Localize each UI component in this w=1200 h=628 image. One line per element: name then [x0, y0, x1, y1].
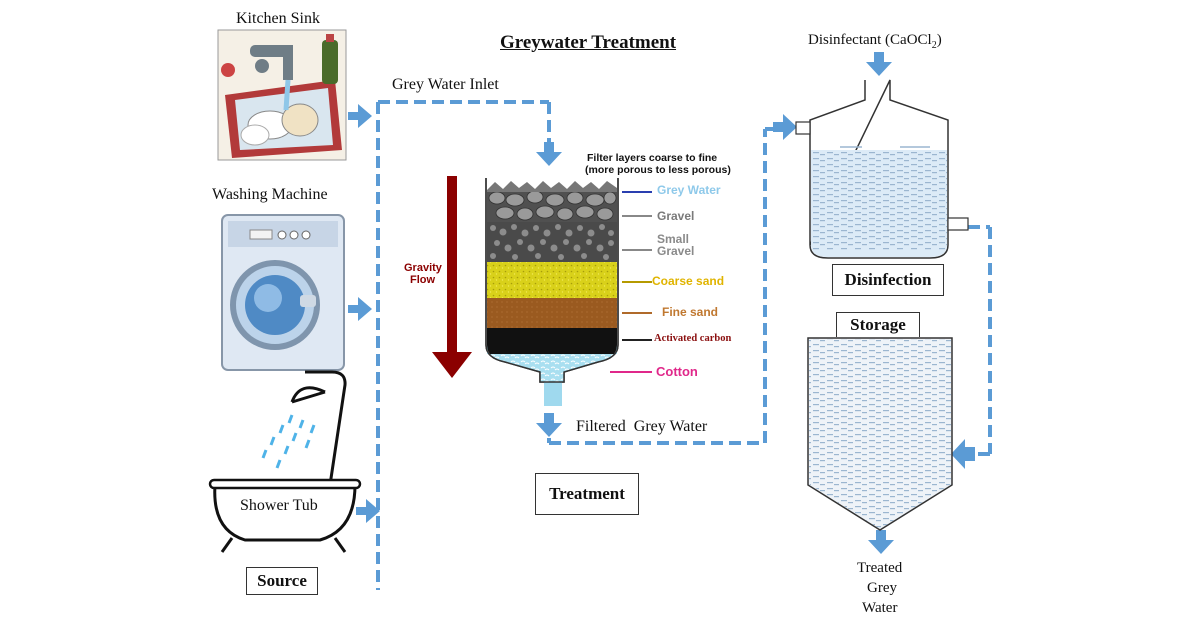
arrow-disinfectant-down	[866, 52, 892, 76]
layer-label-activated-carbon: Activated carbon	[654, 333, 732, 344]
storage-tank	[807, 337, 953, 531]
layer-label-fine-sand: Fine sand	[662, 305, 719, 319]
grey-water-inlet-label: Grey Water Inlet	[392, 76, 499, 93]
flow-pipes	[376, 100, 992, 590]
layer-label-gravel: Gravel	[657, 209, 695, 223]
layer-label-small-gravel: Gravel	[657, 244, 695, 258]
layer-pointers	[610, 191, 652, 373]
disinfection-section-label: Disinfection	[832, 264, 944, 296]
disinfection-tank	[795, 79, 969, 259]
treated-grey-water-line1: Treated	[857, 560, 903, 576]
filter-header-line2: (more porous to less porous)	[585, 164, 731, 176]
gravity-label-line2: Flow	[410, 274, 436, 286]
filter-header-line1: Filter layers coarse to fine	[587, 152, 718, 164]
shower-tub-illustration	[208, 370, 362, 553]
kitchen-sink-illustration	[217, 29, 347, 161]
layer-label-grey-water: Grey Water	[657, 183, 721, 197]
washing-machine-illustration	[221, 214, 345, 371]
washing-machine-label: Washing Machine	[212, 186, 328, 203]
filtered-grey-water-label: Filtered Grey Water	[576, 418, 708, 435]
arrow-to-storage	[951, 439, 975, 469]
disinfectant-close: )	[936, 32, 942, 48]
arrow-tub-in	[356, 499, 380, 523]
diagram-title: Greywater Treatment	[500, 32, 677, 53]
arrow-filtered-down	[536, 413, 562, 437]
gravity-arrow	[432, 176, 472, 378]
disinfectant-subscript: 2	[931, 40, 937, 51]
treated-grey-water-line3: Water	[862, 600, 898, 616]
kitchen-sink-label: Kitchen Sink	[236, 10, 320, 27]
arrow-to-disinfection	[773, 114, 797, 140]
layer-label-cotton: Cotton	[656, 364, 698, 379]
layer-label-small: Small	[657, 232, 690, 246]
storage-section-label: Storage	[836, 312, 920, 337]
flow-arrows	[348, 52, 975, 554]
source-section-label: Source	[246, 567, 318, 595]
gravity-label-line1: Gravity	[404, 262, 442, 274]
arrow-inlet-down	[536, 142, 562, 166]
shower-tub-label: Shower Tub	[240, 497, 318, 514]
layer-label-coarse-sand: Coarse sand	[652, 274, 725, 288]
filter-column	[485, 178, 619, 406]
disinfectant-label: Disinfectant (CaOCl2)	[808, 32, 942, 51]
treatment-section-label: Treatment	[535, 473, 639, 515]
arrow-washer-in	[348, 297, 372, 321]
arrow-treated-out	[868, 530, 894, 554]
arrow-sink-in	[348, 104, 372, 128]
treated-grey-water-line2: Grey	[867, 580, 897, 596]
disinfectant-text: Disinfectant (CaOCl	[808, 32, 932, 48]
